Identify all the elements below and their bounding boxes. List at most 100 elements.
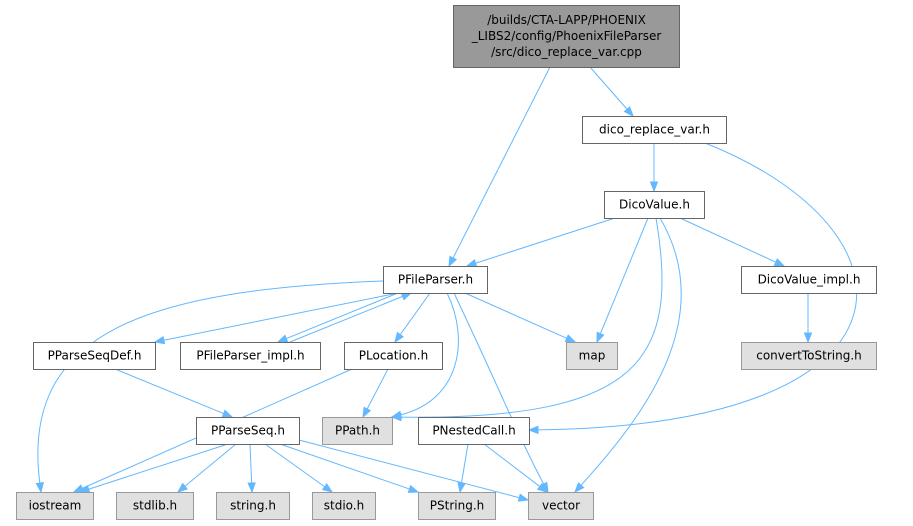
arrowhead-icon xyxy=(321,483,334,493)
node-label: /src/dico_replace_var.cpp xyxy=(491,45,642,59)
edge-dicovalue_impl_h-to-converttostring_h xyxy=(803,293,813,344)
node-box xyxy=(116,492,194,520)
node-box xyxy=(582,116,727,144)
node-box xyxy=(216,492,290,520)
edge-line xyxy=(460,443,469,484)
node-pstring-h: PString.h xyxy=(418,492,496,520)
arrowhead-icon xyxy=(276,334,289,343)
node-label: PFileParser.h xyxy=(398,273,473,287)
edge-line xyxy=(264,443,325,488)
nodes-layer: /builds/CTA-LAPP/PHOENIX _LIBS2/config/Ph… xyxy=(16,5,877,520)
edge-line xyxy=(88,443,229,490)
edge-pfileparser_impl_h-to-pfileparser_h xyxy=(289,292,413,343)
edge-pnestedcall_h-to-pstring_h xyxy=(457,443,469,494)
edge-line xyxy=(400,217,663,418)
edge-dicovalue_h-to-map xyxy=(596,217,649,344)
edge-line xyxy=(366,368,389,410)
arrowhead-icon xyxy=(649,181,659,193)
node-box xyxy=(566,342,618,370)
edge-pparseseq_h-to-vector xyxy=(298,439,530,502)
node-label: DicoValue_impl.h xyxy=(758,273,861,287)
edge-line xyxy=(289,295,403,343)
node-pfileparser-h[interactable]: PFileParser.h xyxy=(383,266,488,294)
node-label: PPath.h xyxy=(335,424,380,438)
node-string-h: string.h xyxy=(216,492,290,520)
node-label: map xyxy=(579,349,606,363)
node-label: /builds/CTA-LAPP/PHOENIX xyxy=(487,13,646,27)
node-plocation-h[interactable]: PLocation.h xyxy=(344,342,443,370)
edge-line xyxy=(537,142,858,431)
arrowhead-icon xyxy=(803,332,813,344)
node-label: PLocation.h xyxy=(359,349,428,363)
node-dico-replace-var-h[interactable]: dico_replace_var.h xyxy=(582,116,727,144)
edge-pfileparser_h-to-iostream xyxy=(35,280,384,494)
node-box xyxy=(418,417,530,445)
node-dicovalue-h[interactable]: DicoValue.h xyxy=(604,191,705,219)
node-box xyxy=(196,417,300,445)
node-label: stdio.h xyxy=(324,499,364,513)
arrowhead-icon xyxy=(221,409,234,418)
edge-line xyxy=(599,217,649,334)
node-label: string.h xyxy=(230,499,276,513)
node-label: stdlib.h xyxy=(133,499,177,513)
edge-line xyxy=(580,217,682,486)
edge-dicovalue_h-to-dicovalue_impl_h xyxy=(679,217,786,267)
edge-line xyxy=(298,439,520,499)
edge-line xyxy=(453,292,545,485)
node-label: PFileParser_impl.h xyxy=(196,349,304,363)
node-stdio-h: stdio.h xyxy=(312,492,376,520)
edge-line xyxy=(279,443,410,490)
edge-line xyxy=(286,292,399,340)
edge-line xyxy=(452,66,551,259)
edge-line xyxy=(37,280,384,484)
node-label: iostream xyxy=(29,499,82,513)
edge-pfileparser_h-to-pparseseqdef_h xyxy=(153,292,399,345)
edge-pparseseqdef_h-to-pparseseq_h xyxy=(114,368,234,418)
edge-pfileparser_h-to-vector xyxy=(453,292,549,494)
node-pparseseq-h[interactable]: PParseSeq.h xyxy=(196,417,300,445)
arrowhead-icon xyxy=(623,106,634,118)
edge-pfileparser_h-to-map xyxy=(464,292,577,343)
node-box xyxy=(453,5,680,68)
node-label: _LIBS2/config/PhoenixFileParser xyxy=(471,29,662,43)
node-label: DicoValue.h xyxy=(619,198,690,212)
node-pnestedcall-h[interactable]: PNestedCall.h xyxy=(418,417,530,445)
node-box xyxy=(16,492,94,520)
node-box xyxy=(312,492,376,520)
node-label: convertToString.h xyxy=(756,349,862,363)
edge-pparseseq_h-to-stdio_h xyxy=(264,443,334,493)
edge-line xyxy=(679,217,777,263)
arrowhead-icon xyxy=(596,331,605,344)
arrowhead-icon xyxy=(448,255,458,268)
node-box xyxy=(528,492,594,520)
node-box xyxy=(344,342,443,370)
node-box xyxy=(741,342,877,370)
arrowhead-icon xyxy=(536,482,549,493)
edge-line xyxy=(163,292,399,341)
node-label: vector xyxy=(542,499,580,513)
node-map: map xyxy=(566,342,618,370)
node-dicovalue-impl-h[interactable]: DicoValue_impl.h xyxy=(741,266,877,294)
node-pparseseqdef-h[interactable]: PParseSeqDef.h xyxy=(33,342,156,370)
arrowhead-icon xyxy=(527,425,539,435)
node-label: PParseSeqDef.h xyxy=(48,349,142,363)
edge-plocation_h-to-ppath_h xyxy=(362,368,389,419)
arrowhead-icon xyxy=(390,410,403,419)
node-label: dico_replace_var.h xyxy=(599,123,710,137)
node-box xyxy=(383,266,488,294)
node-pfileparser-impl-h[interactable]: PFileParser_impl.h xyxy=(180,342,321,370)
node-converttostring-h: convertToString.h xyxy=(741,342,877,370)
node-root[interactable]: /builds/CTA-LAPP/PHOENIX _LIBS2/config/Ph… xyxy=(453,5,680,68)
edge-dicovalue_h-to-pfileparser_h xyxy=(465,217,616,268)
edge-pfileparser_h-to-plocation_h xyxy=(394,292,431,344)
edge-pparseseq_h-to-stdlib_h xyxy=(176,443,237,493)
edge-dicovalue_h-to-ppath_h xyxy=(390,217,663,422)
edge-line xyxy=(400,292,459,416)
arrowhead-icon xyxy=(465,259,478,268)
edge-line xyxy=(475,217,616,264)
arrowhead-icon xyxy=(564,334,577,343)
node-box xyxy=(180,342,321,370)
arrowhead-icon xyxy=(517,493,530,502)
node-iostream: iostream xyxy=(16,492,94,520)
edge-dicovalue_h-to-vector xyxy=(574,217,682,494)
